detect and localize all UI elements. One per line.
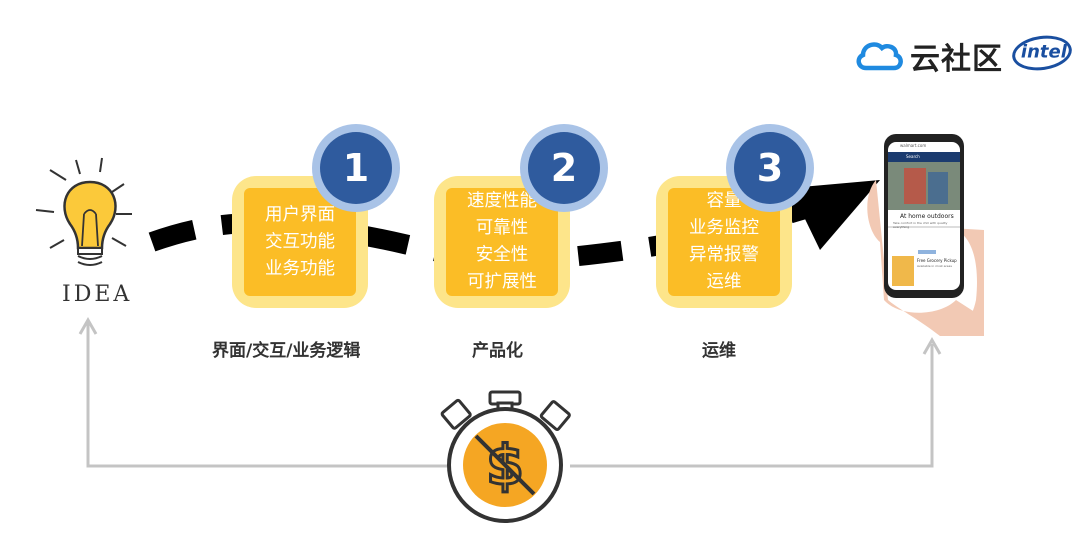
step-1-number: 1 — [320, 132, 392, 204]
flow-arrowhead — [790, 180, 880, 250]
step-2-line: 安全性 — [475, 245, 529, 265]
step-2-box: 速度性能 可靠性 安全性 可扩展性 — [434, 176, 570, 308]
step-3-line: 容量 — [706, 191, 742, 211]
idea-label: IDEA — [62, 282, 133, 307]
stopwatch-dollar-icon: $ — [440, 390, 571, 523]
step-3-line: 业务监控 — [689, 218, 759, 238]
step-1-line: 业务功能 — [265, 258, 335, 279]
step-2-box-inner: 速度性能 可靠性 安全性 可扩展性 — [446, 188, 558, 296]
step-2-line: 可靠性 — [475, 218, 529, 238]
step-2-badge: 2 — [520, 124, 608, 212]
step-3-badge: 3 — [726, 124, 814, 212]
step-1-badge: 1 — [312, 124, 400, 212]
phone-in-hand-illustration — [867, 134, 984, 336]
step-2-number: 2 — [528, 132, 600, 204]
step-3-line: 运维 — [706, 272, 742, 292]
step-3-line: 异常报警 — [689, 245, 759, 265]
step-2-line: 速度性能 — [467, 191, 537, 211]
phone-banner-title: At home outdoors — [900, 213, 954, 220]
lightbulb-icon — [35, 157, 132, 266]
phone-banner-text: Take comfort in the chill with quality e… — [893, 221, 948, 229]
step-1-caption: 界面/交互/业务逻辑 — [212, 341, 361, 361]
phone-pickup-title: Free Grocery Pickup — [917, 258, 957, 263]
step-2-line: 可扩展性 — [467, 272, 537, 292]
loop-arrowhead-left — [78, 316, 98, 335]
phone-pickup-text: Available in most areas — [917, 264, 952, 268]
cloud-community-logo-text: 云社区 — [910, 42, 1003, 77]
cloud-logo-icon — [856, 42, 903, 71]
step-1-line: 用户界面 — [265, 204, 335, 225]
feedback-loop-line — [86, 322, 448, 468]
phone-search: Search — [906, 154, 920, 159]
step-3-number: 3 — [734, 132, 806, 204]
loop-arrowhead-right — [922, 336, 942, 355]
intel-logo-text: intel — [1020, 41, 1067, 63]
feedback-loop-line-right — [570, 344, 934, 468]
step-3-caption: 运维 — [702, 341, 736, 361]
step-2-caption: 产品化 — [472, 341, 523, 361]
step-1-line: 交互功能 — [265, 231, 335, 252]
phone-url: walmart.com — [900, 143, 927, 148]
